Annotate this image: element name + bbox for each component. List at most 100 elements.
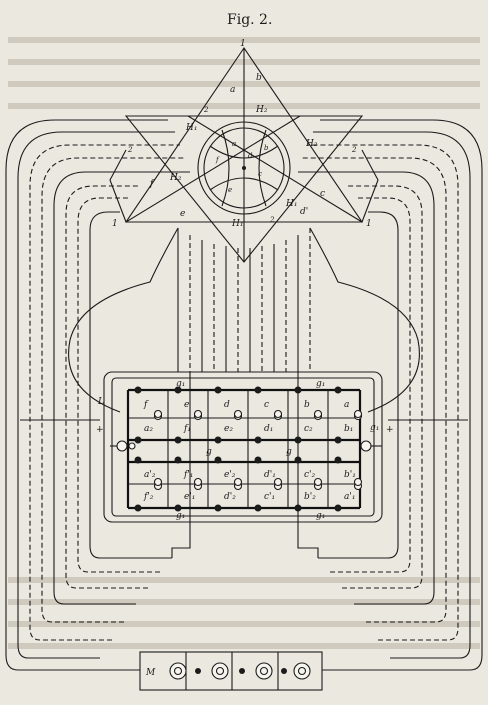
board-cell-label: b xyxy=(304,400,310,410)
terminal-ring xyxy=(233,477,243,487)
board-cell-label: b₁ xyxy=(344,424,353,434)
hexagram xyxy=(109,47,379,263)
svg-text:e: e xyxy=(180,209,185,219)
board-cell-label: e'₂ xyxy=(224,470,236,480)
terminal-dot xyxy=(174,504,182,512)
terminal-dot xyxy=(254,386,262,394)
terminal-dot xyxy=(214,456,222,464)
meter-box: M xyxy=(88,651,400,691)
svg-text:a: a xyxy=(232,140,236,148)
board-cell-label: b'₁ xyxy=(344,470,356,480)
board-cell-label: c₂ xyxy=(304,424,313,434)
board-cell-label: f'₂ xyxy=(143,492,154,502)
terminal-ring xyxy=(233,409,243,419)
svg-text:H₂: H₂ xyxy=(169,173,182,183)
terminal-ring xyxy=(193,409,203,419)
svg-text:e: e xyxy=(228,186,232,194)
svg-text:2: 2 xyxy=(351,146,357,154)
terminal-dot xyxy=(174,456,182,464)
meter-label: M xyxy=(145,668,156,678)
terminal-dot xyxy=(134,436,142,444)
board-cell-label: d xyxy=(224,400,230,410)
board-cell-label: f xyxy=(143,400,149,410)
terminal-dot xyxy=(214,386,222,394)
board-cell-label: c xyxy=(264,400,269,410)
svg-text:f: f xyxy=(215,156,220,164)
board-cell-label: e'₁ xyxy=(184,492,195,502)
svg-text:g₁: g₁ xyxy=(176,379,185,389)
board-cell-label: f₁ xyxy=(183,424,191,434)
svg-text:H₁: H₁ xyxy=(185,123,197,133)
terminal-ring xyxy=(353,409,363,419)
board-cell-label: a'₂ xyxy=(144,470,156,480)
terminal-dot xyxy=(174,436,182,444)
terminal-dot xyxy=(334,386,342,394)
bulb-outline-right xyxy=(309,227,420,413)
svg-text:1: 1 xyxy=(366,219,372,229)
svg-text:b: b xyxy=(256,73,262,83)
svg-text:L: L xyxy=(97,397,104,407)
terminal-dot xyxy=(254,456,262,464)
svg-text:H₂: H₂ xyxy=(255,105,268,115)
terminal-dot xyxy=(334,456,342,464)
board-cell-label: a₂ xyxy=(144,424,153,434)
board-cell-label: f'₁ xyxy=(183,470,193,480)
terminal-dot xyxy=(214,436,222,444)
terminal-dot xyxy=(294,456,302,464)
terminal-dot xyxy=(254,436,262,444)
svg-text:+: + xyxy=(96,425,104,435)
svg-text:g: g xyxy=(206,447,212,457)
svg-text:+: + xyxy=(386,425,394,435)
terminal-dot xyxy=(174,386,182,394)
svg-text:2: 2 xyxy=(269,216,275,224)
vertical-bundle xyxy=(171,228,319,558)
terminal-dot xyxy=(134,456,142,464)
svg-text:2: 2 xyxy=(127,146,133,154)
svg-text:g: g xyxy=(286,447,292,457)
svg-text:1: 1 xyxy=(112,219,118,229)
terminal-ring xyxy=(153,409,163,419)
board-cell-label: c'₁ xyxy=(264,492,275,502)
svg-text:2: 2 xyxy=(203,106,209,114)
terminal-ring xyxy=(313,477,323,487)
svg-text:H₂: H₂ xyxy=(305,139,318,149)
terminal-ring xyxy=(313,409,323,419)
board-labels: L + + g₁ g₁ g g g₁ g₁ g₁ xyxy=(96,379,394,521)
outer-loops xyxy=(5,119,483,671)
svg-text:c: c xyxy=(258,170,262,178)
terminal-ring xyxy=(153,477,163,487)
central-circle xyxy=(197,121,291,215)
terminal-dot xyxy=(334,504,342,512)
svg-text:H₁: H₁ xyxy=(285,199,297,209)
terminal-ring xyxy=(353,477,363,487)
svg-text:g₁: g₁ xyxy=(176,511,185,521)
svg-text:g₁: g₁ xyxy=(370,423,379,433)
terminal-ring xyxy=(273,477,283,487)
board-cell-label: a xyxy=(344,400,349,410)
svg-text:c: c xyxy=(320,189,325,199)
svg-text:b: b xyxy=(264,144,269,152)
svg-text:g₁: g₁ xyxy=(316,379,325,389)
terminal-dot xyxy=(134,386,142,394)
figure-title: Fig. 2. xyxy=(227,12,272,28)
board-cell-label: d₁ xyxy=(264,424,273,434)
svg-text:f: f xyxy=(149,179,155,189)
terminal-ring xyxy=(273,409,283,419)
board-cell-label: d'₂ xyxy=(224,492,236,502)
hexagram-labels: 1 1 1 2 2 2 2 a b c d' e f H₂ H₁ H₂ H₂ H… xyxy=(112,39,372,229)
board-cell-label: a'₁ xyxy=(344,492,355,502)
svg-text:H₁: H₁ xyxy=(231,219,243,229)
terminal-dot xyxy=(294,386,302,394)
terminal-dot xyxy=(254,504,262,512)
bulb-outline-left xyxy=(68,227,179,413)
terminal-dot xyxy=(294,436,302,444)
svg-text:d: d xyxy=(248,152,253,160)
board-cell-label: e₂ xyxy=(224,424,233,434)
board-cell-label: b'₂ xyxy=(304,492,316,502)
board-cell-label: e xyxy=(184,400,189,410)
svg-text:1: 1 xyxy=(240,39,246,49)
board-cell-label: d'₁ xyxy=(264,470,276,480)
